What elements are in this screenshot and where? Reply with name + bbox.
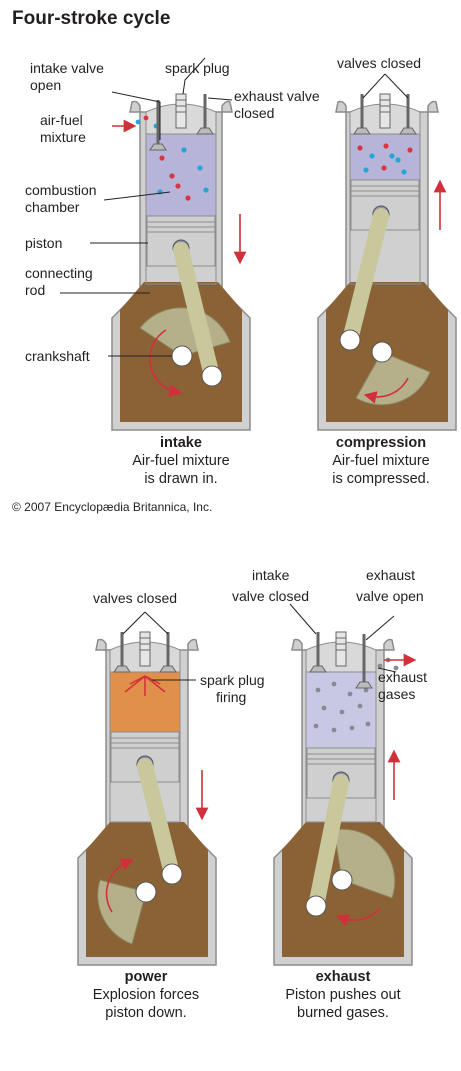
caption-title: compression bbox=[291, 434, 461, 452]
label-valves-closed: valves closed bbox=[337, 55, 421, 71]
crankpin bbox=[162, 864, 182, 884]
engine-exhaust bbox=[274, 604, 412, 965]
label-intake-valve-open-2: open bbox=[30, 77, 61, 93]
label-exhaust-valve-open: exhaust bbox=[366, 567, 415, 583]
label-piston: piston bbox=[25, 235, 62, 251]
caption-line: burned gases. bbox=[297, 1005, 389, 1021]
label-intake-valve-closed: intake bbox=[252, 567, 289, 583]
label-spark-plug: spark plug bbox=[165, 60, 230, 76]
spark-plug bbox=[176, 94, 186, 128]
label-intake-valve-open: intake valve bbox=[30, 60, 104, 76]
caption-line: Explosion forces bbox=[93, 987, 199, 1003]
spark-plug bbox=[140, 632, 150, 666]
crankpin bbox=[340, 330, 360, 350]
label-exhaust-valve-open-2: valve open bbox=[356, 588, 424, 604]
caption-title: exhaust bbox=[253, 968, 433, 986]
caption-title: power bbox=[56, 968, 236, 986]
crankshaft-main bbox=[372, 342, 392, 362]
label-intake-valve-closed-2: valve closed bbox=[232, 588, 309, 604]
caption-line: Air-fuel mixture bbox=[132, 453, 230, 469]
spark-plug bbox=[336, 632, 346, 666]
label-connecting-rod: connecting bbox=[25, 265, 93, 281]
caption-power: power Explosion forces piston down. bbox=[56, 968, 236, 1022]
crankshaft-main bbox=[136, 882, 156, 902]
caption-compression: compression Air-fuel mixture is compress… bbox=[291, 434, 461, 488]
label-exhaust-valve-closed: exhaust valve bbox=[234, 88, 320, 104]
engine-compression bbox=[318, 74, 456, 430]
engine-intake bbox=[60, 58, 250, 430]
caption-exhaust: exhaust Piston pushes out burned gases. bbox=[253, 968, 433, 1022]
caption-line: is drawn in. bbox=[144, 471, 217, 487]
label-spark-plug-firing: spark plug bbox=[200, 672, 265, 688]
cylinder-chamber bbox=[350, 134, 420, 180]
label-exhaust-valve-closed-2: closed bbox=[234, 105, 274, 121]
spark-plug bbox=[380, 94, 390, 128]
label-crankshaft: crankshaft bbox=[25, 348, 90, 364]
label-exhaust-gases-2: gases bbox=[378, 686, 415, 702]
crankpin bbox=[306, 896, 326, 916]
label-combustion-chamber-2: chamber bbox=[25, 199, 79, 215]
caption-line: is compressed. bbox=[332, 471, 430, 487]
caption-line: Air-fuel mixture bbox=[332, 453, 430, 469]
label-air-fuel-mixture-2: mixture bbox=[40, 129, 86, 145]
label-connecting-rod-2: rod bbox=[25, 282, 45, 298]
crankshaft-main bbox=[172, 346, 192, 366]
label-spark-plug-firing-2: firing bbox=[216, 689, 246, 705]
caption-intake: intake Air-fuel mixture is drawn in. bbox=[91, 434, 271, 488]
crankshaft-main bbox=[332, 870, 352, 890]
copyright: © 2007 Encyclopædia Britannica, Inc. bbox=[12, 500, 212, 514]
caption-line: piston down. bbox=[105, 1005, 186, 1021]
label-air-fuel-mixture: air-fuel bbox=[40, 112, 83, 128]
engine-power bbox=[78, 612, 216, 965]
label-valves-closed: valves closed bbox=[93, 590, 177, 606]
label-combustion-chamber: combustion bbox=[25, 182, 97, 198]
caption-title: intake bbox=[91, 434, 271, 452]
caption-line: Piston pushes out bbox=[285, 987, 400, 1003]
crankpin bbox=[202, 366, 222, 386]
label-exhaust-gases: exhaust bbox=[378, 669, 427, 685]
